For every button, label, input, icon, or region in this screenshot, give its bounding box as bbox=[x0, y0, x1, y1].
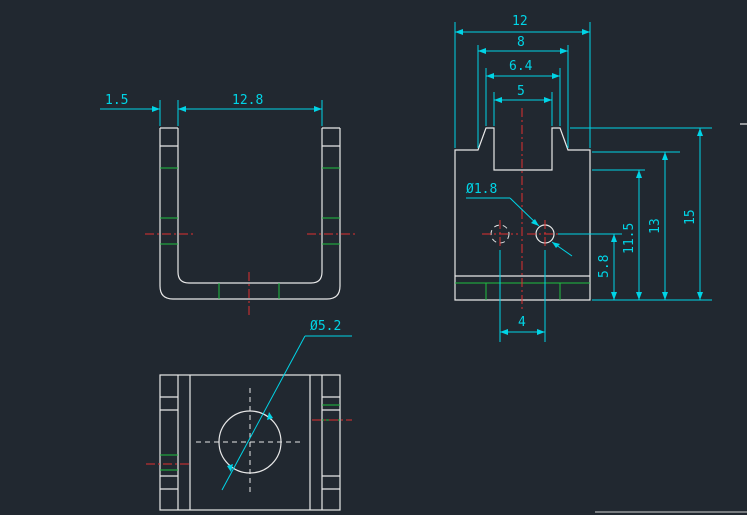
front-view-dimensions bbox=[100, 100, 323, 126]
side-view-hole-leader bbox=[466, 197, 573, 257]
dim-wall-thickness-label: 1.5 bbox=[105, 93, 128, 108]
side-view: 12 8 6.4 5 Ø1.8 4 bbox=[454, 14, 712, 342]
dim-overall-width-label: 12 bbox=[512, 14, 528, 29]
front-view-center-lines bbox=[145, 233, 357, 318]
top-view-center-lines bbox=[146, 388, 352, 496]
front-view: 1.5 12.8 bbox=[100, 93, 357, 318]
dim-slot-outer-label: 8 bbox=[517, 35, 525, 50]
dim-inner-width-label: 12.8 bbox=[232, 93, 263, 108]
dim-hole-height-label: 5.8 bbox=[597, 255, 612, 278]
top-view-outline bbox=[159, 374, 341, 511]
side-view-hole-spacing-dim bbox=[499, 250, 546, 342]
dim-hole-diameter-label: Ø1.8 bbox=[466, 182, 497, 197]
dim-overall-height-label: 15 bbox=[683, 209, 698, 225]
dim-step-height-label: 11.5 bbox=[622, 223, 637, 254]
dim-bore-diameter-label: Ø5.2 bbox=[310, 319, 341, 334]
dim-slot-mid-label: 6.4 bbox=[509, 59, 533, 74]
side-view-center-lines bbox=[482, 108, 565, 310]
dim-hole-spacing-label: 4 bbox=[518, 315, 526, 330]
front-view-hidden-lines bbox=[160, 167, 340, 299]
front-view-inner-outline bbox=[177, 128, 323, 284]
top-view-bore-leader bbox=[221, 335, 352, 491]
top-view: Ø5.2 bbox=[146, 319, 352, 511]
side-view-height-dimensions bbox=[558, 127, 712, 301]
side-view-width-dimensions bbox=[454, 22, 591, 148]
dim-slot-inner-label: 5 bbox=[517, 84, 525, 99]
front-view-outer-outline bbox=[159, 128, 341, 300]
side-view-outline bbox=[454, 127, 591, 301]
dim-shoulder-height-label: 13 bbox=[648, 218, 663, 234]
